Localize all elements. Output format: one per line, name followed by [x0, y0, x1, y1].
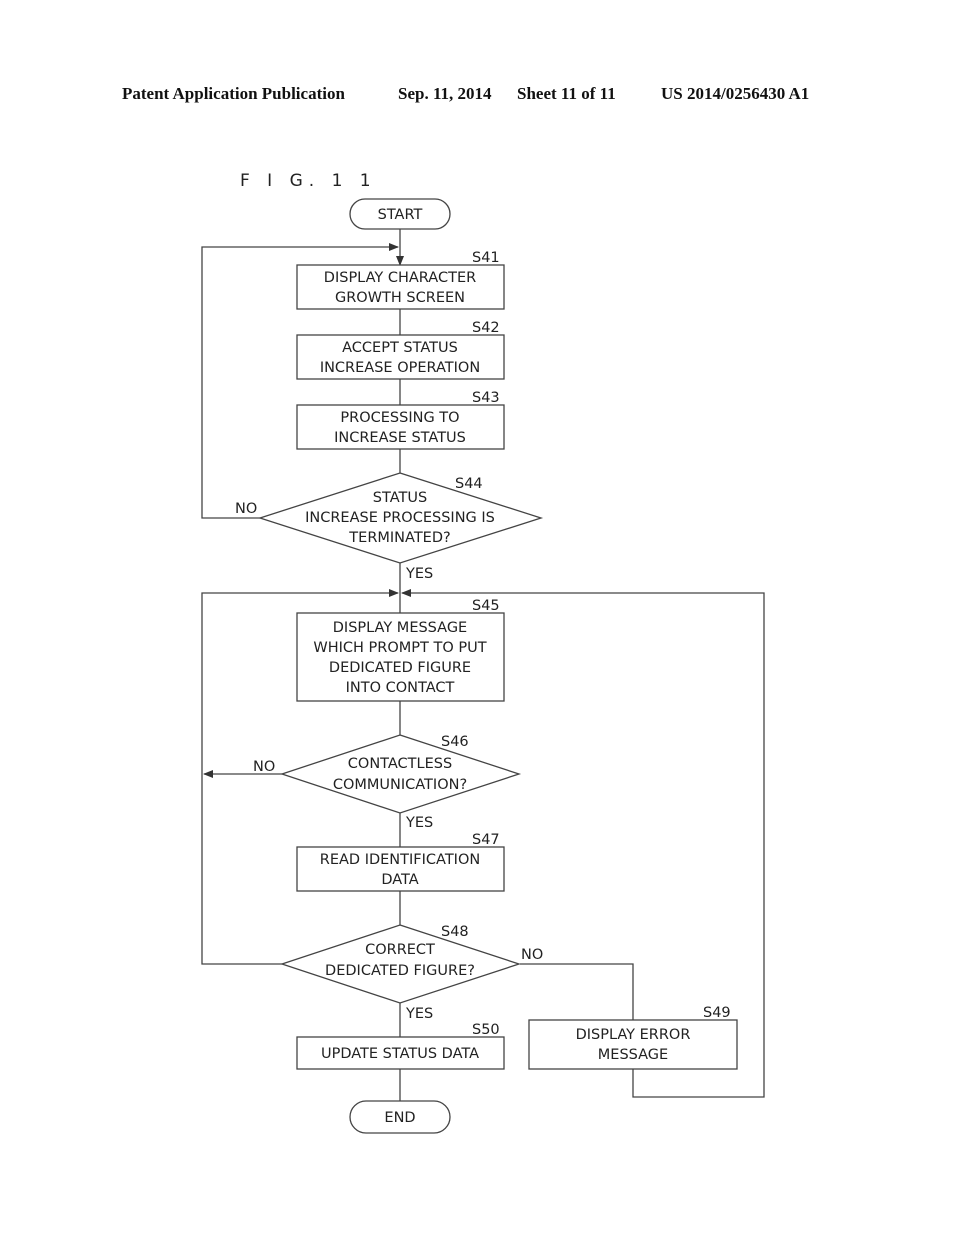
connectors — [201, 229, 765, 1101]
step-s41-box — [296, 264, 505, 310]
step-id-s48: S48 — [441, 924, 469, 940]
step-s47-line-1: READ IDENTIFICATION — [320, 852, 480, 868]
branch-s44-yes: YES — [405, 566, 433, 582]
step-s49-line-1: DISPLAY ERROR — [576, 1027, 691, 1043]
step-s47-box — [296, 846, 505, 892]
connector-s49-return — [401, 589, 765, 1098]
step-s41-line-2: GROWTH SCREEN — [335, 290, 465, 306]
step-s42-line-2: INCREASE OPERATION — [320, 360, 480, 376]
decision-s46-line-2: COMMUNICATION? — [333, 777, 467, 793]
step-id-s50: S50 — [472, 1022, 500, 1038]
step-id-s46: S46 — [441, 734, 469, 750]
step-s49-line-2: MESSAGE — [598, 1047, 668, 1063]
branch-s48-yes: YES — [405, 1006, 433, 1022]
decision-s44-line-1: STATUS — [373, 490, 427, 506]
shapes — [257, 198, 738, 1134]
step-s50-box — [296, 1036, 505, 1070]
step-id-s42: S42 — [472, 320, 500, 336]
step-s49-box — [528, 1019, 738, 1070]
step-id-s45: S45 — [472, 598, 500, 614]
end-terminal — [349, 1100, 451, 1134]
connector-s48-no — [520, 963, 634, 1020]
branch-s46-no: NO — [253, 759, 275, 775]
figure-label: F I G. 1 1 — [240, 171, 377, 191]
decision-s44-line-3: TERMINATED? — [348, 530, 450, 546]
decision-s46-line-1: CONTACTLESS — [348, 756, 452, 772]
step-s45-line-3: DEDICATED FIGURE — [329, 660, 471, 676]
decision-s48 — [279, 924, 522, 1004]
decision-s48-line-2: DEDICATED FIGURE? — [325, 963, 475, 979]
step-id-s47: S47 — [472, 832, 500, 848]
step-s45-box — [296, 612, 505, 702]
decision-s44-line-2: INCREASE PROCESSING IS — [305, 510, 495, 526]
step-s41-line-1: DISPLAY CHARACTER — [324, 270, 476, 286]
start-label: START — [378, 207, 423, 223]
step-s45-line-4: INTO CONTACT — [346, 680, 455, 696]
branch-s46-yes: YES — [405, 815, 433, 831]
step-s50-line-1: UPDATE STATUS DATA — [321, 1046, 479, 1062]
publication-title: Patent Application Publication — [122, 84, 345, 103]
step-s42-box — [296, 334, 505, 380]
step-id-s41: S41 — [472, 250, 500, 266]
patent-header: Patent Application Publication Sep. 11, … — [0, 84, 960, 108]
patent-number: US 2014/0256430 A1 — [661, 84, 810, 103]
connector-s44-no-loop — [201, 243, 399, 519]
step-s45-line-2: WHICH PROMPT TO PUT — [313, 640, 486, 656]
start-terminal — [349, 198, 451, 230]
decision-s44 — [257, 472, 544, 564]
branch-s48-no: NO — [521, 947, 543, 963]
step-id-s44: S44 — [455, 476, 483, 492]
decision-s46 — [279, 734, 522, 814]
step-id-s43: S43 — [472, 390, 500, 406]
publication-date: Sep. 11, 2014 — [398, 84, 492, 103]
step-s47-line-2: DATA — [381, 872, 418, 888]
step-s43-line-1: PROCESSING TO — [340, 410, 459, 426]
decision-s48-line-1: CORRECT — [365, 942, 435, 958]
step-s43-line-2: INCREASE STATUS — [334, 430, 466, 446]
step-s42-line-1: ACCEPT STATUS — [342, 340, 458, 356]
connector-s48-loop-left — [201, 589, 399, 965]
step-s43-box — [296, 404, 505, 450]
step-s45-line-1: DISPLAY MESSAGE — [333, 620, 467, 636]
step-id-s49: S49 — [703, 1005, 731, 1021]
sheet-number: Sheet 11 of 11 — [517, 84, 616, 103]
branch-s44-no: NO — [235, 501, 257, 517]
end-label: END — [384, 1110, 415, 1126]
